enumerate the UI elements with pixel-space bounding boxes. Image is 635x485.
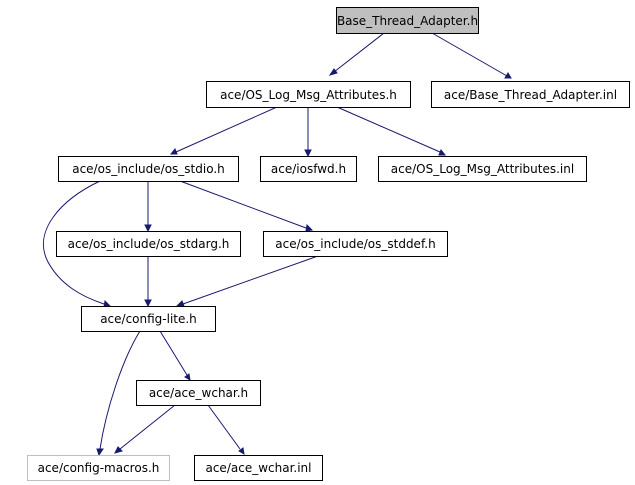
node-label-os-log-msg-attributes-inl: ace/OS_Log_Msg_Attributes.inl	[391, 162, 574, 176]
node-ace-wchar-inl[interactable]: ace/ace_wchar.inl	[194, 455, 323, 481]
node-base-thread-adapter-h[interactable]: Base_Thread_Adapter.h	[336, 7, 479, 34]
node-label-ace-wchar-h: ace/ace_wchar.h	[149, 386, 248, 400]
edge-config-lite-h-to-ace-wchar-h	[159, 330, 191, 381]
node-iosfwd-h[interactable]: ace/iosfwd.h	[260, 156, 357, 182]
node-os-log-msg-attributes-inl[interactable]: ace/OS_Log_Msg_Attributes.inl	[378, 156, 587, 182]
edge-os-stdio-h-to-os-stddef-h	[179, 180, 314, 232]
edge-os-log-msg-attributes-h-to-os-stdio-h	[169, 106, 278, 155]
node-label-os-stdarg-h: ace/os_include/os_stdarg.h	[68, 237, 230, 251]
edge-os-stdarg-h-to-config-lite-h	[144, 256, 152, 308]
node-label-os-log-msg-attributes-h: ace/OS_Log_Msg_Attributes.h	[220, 88, 397, 102]
edge-os-log-msg-attributes-h-to-os-log-msg-attributes-inl	[336, 106, 447, 156]
node-label-os-stddef-h: ace/os_include/os_stddef.h	[275, 237, 435, 251]
edge-ace-wchar-h-to-ace-wchar-inl	[207, 404, 245, 455]
node-base-thread-adapter-inl[interactable]: ace/Base_Thread_Adapter.inl	[431, 81, 630, 108]
node-os-stddef-h[interactable]: ace/os_include/os_stddef.h	[263, 231, 448, 257]
node-os-log-msg-attributes-h[interactable]: ace/OS_Log_Msg_Attributes.h	[206, 81, 411, 108]
edges	[42, 32, 512, 457]
edge-os-stddef-h-to-config-lite-h	[175, 255, 319, 307]
node-config-lite-h[interactable]: ace/config-lite.h	[81, 306, 216, 332]
edge-ace-wchar-h-to-config-macros-h	[114, 404, 176, 454]
node-label-base-thread-adapter-h: Base_Thread_Adapter.h	[337, 14, 478, 28]
node-os-stdio-h[interactable]: ace/os_include/os_stdio.h	[58, 156, 239, 182]
nodes: Base_Thread_Adapter.h ace/OS_Log_Msg_Att…	[27, 7, 630, 481]
node-label-os-stdio-h: ace/os_include/os_stdio.h	[72, 162, 225, 176]
edge-os-log-msg-attributes-h-to-iosfwd-h	[304, 107, 312, 158]
node-label-ace-wchar-inl: ace/ace_wchar.inl	[205, 461, 311, 475]
edge-config-lite-h-to-config-macros-h	[96, 330, 141, 457]
node-config-macros-h[interactable]: ace/config-macros.h	[27, 455, 170, 481]
node-label-base-thread-adapter-inl: ace/Base_Thread_Adapter.inl	[444, 88, 617, 102]
node-os-stdarg-h[interactable]: ace/os_include/os_stdarg.h	[56, 231, 241, 257]
edge-os-stdio-h-to-os-stdarg-h	[144, 181, 152, 233]
node-label-config-macros-h: ace/config-macros.h	[38, 461, 160, 475]
node-label-iosfwd-h: ace/iosfwd.h	[271, 162, 346, 176]
edge-base-thread-adapter-to-os-log-msg-attributes-h	[328, 32, 385, 76]
edge-base-thread-adapter-to-base-thread-adapter-inl	[431, 32, 512, 79]
node-label-config-lite-h: ace/config-lite.h	[100, 312, 197, 326]
node-ace-wchar-h[interactable]: ace/ace_wchar.h	[136, 380, 261, 406]
